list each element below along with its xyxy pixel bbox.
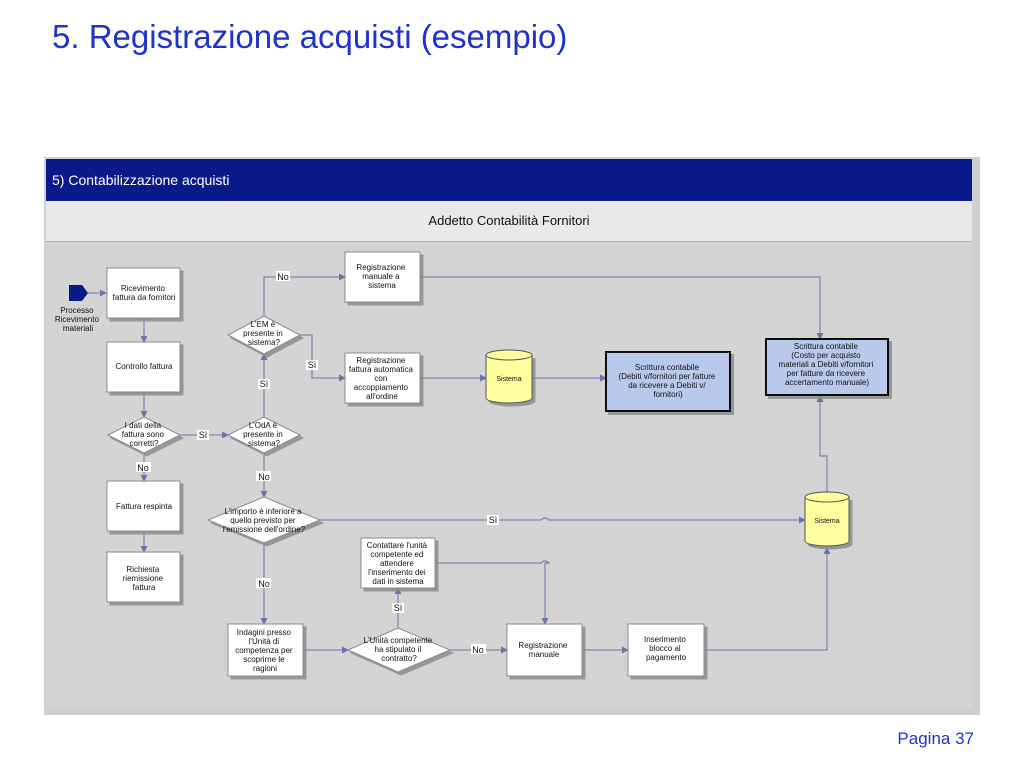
decision-label: I dati della fattura sono corretti? (122, 421, 166, 448)
process-box-indagini: Indagini presso l'Unità di competenza pe… (227, 623, 304, 677)
edge-importo-sistema2 (320, 516, 806, 524)
decision-unita: L'Unità competente ha stipulato il contr… (346, 627, 452, 673)
box-label: Richiesta riemissione fattura (123, 565, 166, 592)
process-box-reg-automatica: Registrazione fattura automatica con acc… (344, 352, 421, 404)
edge-sistema2-scrittura2 (816, 395, 828, 492)
decision-oda: L'OdA è presente in sistema? (226, 416, 302, 454)
box-label: Registrazione fattura automatica con acc… (349, 356, 415, 401)
box-label: Ricevimento fattura da fornitori (113, 284, 176, 302)
box-label: Scrittura contabile (Debiti v/fornitori … (618, 363, 717, 399)
process-box-ricevimento: Ricevimento fattura da fornitori (106, 267, 181, 319)
edge-label-em-no: No (277, 272, 289, 282)
edge-label-dati-no: No (137, 463, 149, 473)
edge-label-importo-si: Sì (489, 515, 498, 525)
edge-label-dati-si: Sì (199, 430, 208, 440)
edge-labels: No Sì Sì No Sì No Sì No Sì No (136, 271, 499, 655)
edge-contattare-reg-manuale (435, 560, 551, 625)
edge-label-em-si: Sì (308, 360, 317, 370)
database-icon (485, 355, 533, 404)
database-sistema-1: Sistema (485, 349, 533, 404)
process-box-richiesta: Richiesta riemissione fattura (106, 551, 181, 603)
decision-label: L'EM è presente in sistema? (243, 320, 285, 347)
decision-label: L'importo è inferiore a quello previsto … (223, 507, 306, 534)
process-box-reg-manuale: Registrazione manuale (506, 623, 583, 677)
database-icon (804, 497, 850, 547)
page-title: 5. Registrazione acquisti (esempio) (52, 18, 568, 55)
box-label: Scrittura contabile (Costo per acquisto … (779, 342, 876, 387)
box-label: Registrazione manuale a sistema (356, 263, 407, 290)
box-label: Contattare l'unità competente ed attende… (367, 541, 429, 586)
edge-label-unita-si: Sì (394, 603, 403, 613)
page-number: Pagina 37 (897, 729, 974, 748)
box-label: Inserimento blocco al pagamento (644, 635, 688, 662)
box-label: Registrazione manuale (518, 641, 569, 659)
edge-label-importo-no: No (258, 579, 270, 589)
decision-em: L'EM è presente in sistema? (226, 315, 302, 355)
decision-dati: I dati della fattura sono corretti? (106, 416, 182, 454)
start-label: Processo Ricevimento materiali (55, 306, 101, 333)
accounting-entry-box-1: Scrittura contabile (Debiti v/fornitori … (605, 351, 731, 412)
diagram-header: 5) Contabilizzazione acquisti (46, 159, 972, 201)
process-box-reg-manuale-sistema: Registrazione manuale a sistema (344, 251, 421, 303)
start-shape: Processo Ricevimento materiali (55, 285, 101, 333)
decision-label: L'OdA è presente in sistema? (243, 421, 285, 448)
edge-blocco-sistema2 (704, 547, 831, 651)
decision-label: L'Unità competente ha stipulato il contr… (364, 636, 435, 663)
database-label: Sistema (496, 376, 521, 383)
swimlane-header: Addetto Contabilità Fornitori (46, 201, 972, 242)
edge-em-reg-automatica (300, 334, 346, 382)
database-sistema-2: Sistema (804, 491, 850, 547)
process-box-blocco: Inserimento blocco al pagamento (627, 623, 705, 677)
edge-label-oda-si: Sì (260, 379, 269, 389)
edge-reg-manuale-sistema-scrittura2 (420, 276, 824, 340)
box-label: Controllo fattura (116, 362, 173, 371)
decision-importo: L'importo è inferiore a quello previsto … (206, 496, 322, 544)
box-label: Fattura respinta (116, 502, 173, 511)
accounting-entry-box-2: Scrittura contabile (Costo per acquisto … (765, 338, 889, 396)
connectors (88, 273, 831, 654)
edge-em-reg-manuale-sistema (263, 273, 346, 316)
process-box-respinta: Fattura respinta (106, 480, 181, 532)
edge-label-unita-no: No (472, 645, 484, 655)
process-box-contattare: Contattare l'unità competente ed attende… (360, 537, 436, 589)
database-label: Sistema (814, 518, 839, 525)
offpage-connector-icon (69, 285, 88, 301)
box-label: Indagini presso l'Unità di competenza pe… (235, 628, 295, 673)
process-box-controllo: Controllo fattura (106, 341, 181, 393)
edge-label-oda-no: No (258, 472, 270, 482)
